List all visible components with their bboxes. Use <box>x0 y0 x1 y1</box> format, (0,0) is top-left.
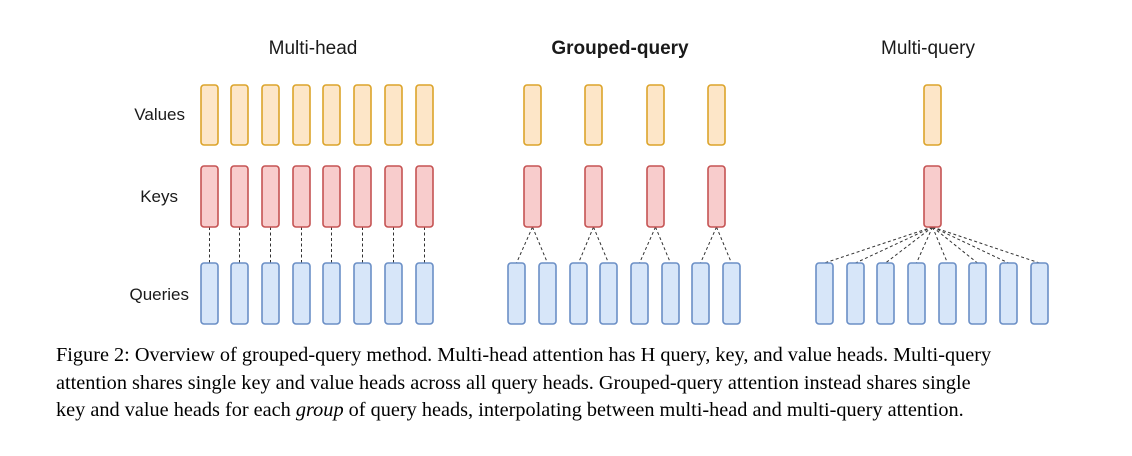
panel-title-multi-query: Multi-query <box>881 38 975 59</box>
key-head <box>523 165 542 228</box>
connector-line <box>716 226 732 264</box>
query-head <box>691 262 710 325</box>
query-head <box>384 262 403 325</box>
value-head <box>292 84 311 146</box>
caption-line-1: Figure 2: Overview of grouped-query meth… <box>56 344 992 366</box>
key-head <box>923 165 942 228</box>
key-head <box>292 165 311 228</box>
query-head <box>415 262 434 325</box>
connector-line <box>824 226 933 264</box>
value-head <box>584 84 603 146</box>
query-head <box>353 262 372 325</box>
query-head <box>938 262 957 325</box>
connector-line <box>932 226 1040 264</box>
query-head <box>322 262 341 325</box>
query-head <box>507 262 526 325</box>
caption-line-3-start: key and value heads for each <box>56 399 296 421</box>
caption-line-3-end: of query heads, interpolating between mu… <box>343 399 964 421</box>
query-head <box>569 262 588 325</box>
query-head <box>876 262 895 325</box>
query-head <box>292 262 311 325</box>
connector-line <box>516 226 533 264</box>
caption-emphasis-group: group <box>295 399 344 421</box>
query-head <box>599 262 618 325</box>
query-head <box>261 262 280 325</box>
key-head <box>200 165 219 228</box>
key-head <box>384 165 403 228</box>
row-label-values: Values <box>134 105 185 124</box>
value-head <box>646 84 665 146</box>
value-head <box>353 84 372 146</box>
attention-diagram: Multi-head Grouped-query Multi-query Val… <box>129 38 1049 325</box>
key-head <box>261 165 280 228</box>
connector-lines <box>209 226 1040 264</box>
query-head <box>538 262 557 325</box>
connector-line <box>655 226 671 264</box>
connector-line <box>532 226 548 264</box>
value-head <box>230 84 249 146</box>
query-head <box>230 262 249 325</box>
connector-line <box>932 226 1009 264</box>
key-head <box>230 165 249 228</box>
value-head <box>322 84 341 146</box>
query-head <box>630 262 649 325</box>
connector-line <box>885 226 933 264</box>
query-head <box>722 262 741 325</box>
connector-line <box>578 226 594 264</box>
key-head <box>584 165 603 228</box>
key-head <box>415 165 434 228</box>
connector-line <box>932 226 948 264</box>
row-label-keys: Keys <box>140 187 178 206</box>
connector-line <box>700 226 717 264</box>
key-head <box>646 165 665 228</box>
query-head <box>1030 262 1049 325</box>
query-head <box>846 262 865 325</box>
value-head <box>923 84 942 146</box>
value-head <box>200 84 219 146</box>
query-head <box>907 262 926 325</box>
value-head <box>415 84 434 146</box>
caption-line-2: attention shares single key and value he… <box>56 371 971 394</box>
query-head <box>815 262 834 325</box>
connector-line <box>855 226 933 264</box>
caption-line-3: key and value heads for each group of qu… <box>56 397 1121 425</box>
connector-line <box>593 226 609 264</box>
value-head <box>707 84 726 146</box>
connector-line <box>932 226 978 264</box>
panel-title-multi-head: Multi-head <box>269 38 358 59</box>
query-head <box>968 262 987 325</box>
figure-caption: Figure 2: Overview of grouped-query meth… <box>56 342 1121 425</box>
panel-title-grouped-query: Grouped-query <box>551 38 689 59</box>
query-head <box>200 262 219 325</box>
value-head <box>384 84 403 146</box>
value-head <box>523 84 542 146</box>
query-head <box>999 262 1018 325</box>
key-head <box>707 165 726 228</box>
connector-line <box>916 226 933 264</box>
key-head <box>322 165 341 228</box>
value-head <box>261 84 280 146</box>
connector-line <box>639 226 656 264</box>
query-head <box>661 262 680 325</box>
row-label-queries: Queries <box>129 285 189 304</box>
key-head <box>353 165 372 228</box>
attention-heads <box>200 84 1049 325</box>
